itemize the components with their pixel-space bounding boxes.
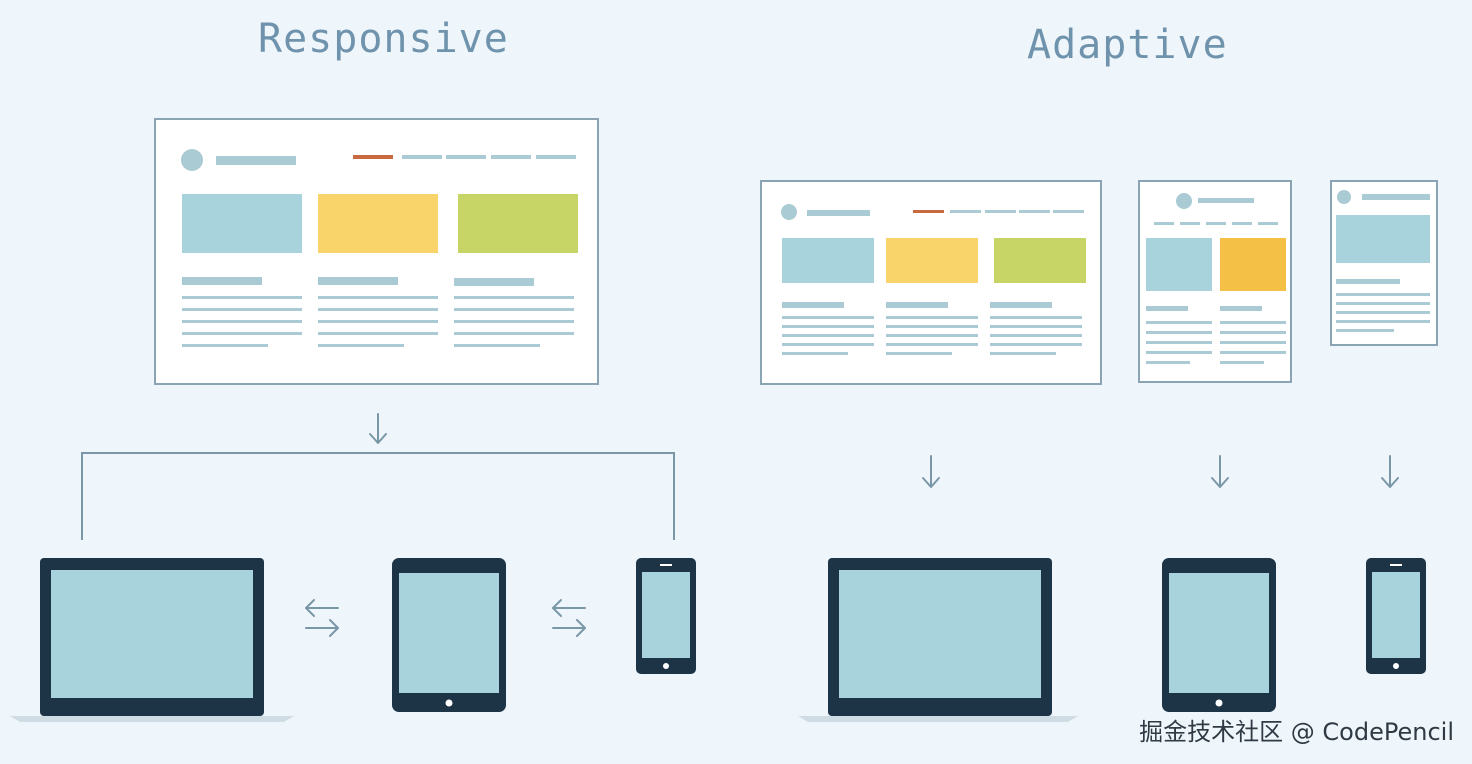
- responsive-heading: Responsive: [258, 16, 509, 62]
- nav-placeholders: [353, 155, 576, 159]
- card-image-yellow: [318, 194, 438, 253]
- responsive-page-mockup: [154, 118, 599, 385]
- down-arrow-icon: [1211, 455, 1229, 488]
- logo-placeholder: [181, 149, 203, 171]
- site-title-placeholder: [216, 156, 296, 165]
- phone-icon: [1366, 558, 1426, 674]
- down-arrow-icon: [922, 455, 940, 488]
- down-arrow-icon: [1381, 455, 1399, 488]
- down-arrow-icon: [369, 413, 387, 444]
- laptop-icon: [798, 558, 1078, 722]
- text-lines: [182, 277, 574, 347]
- tablet-icon: [392, 558, 506, 712]
- tablet-icon: [1162, 558, 1276, 712]
- card-image-green: [458, 194, 578, 253]
- adaptive-heading: Adaptive: [1027, 22, 1228, 68]
- watermark: 掘金技术社区 @ CodePencil: [1139, 718, 1454, 746]
- swap-arrows-icon: [552, 599, 586, 637]
- laptop-icon: [10, 558, 294, 722]
- responsive-connector-bracket: [81, 452, 675, 540]
- adaptive-desktop-mockup: [760, 180, 1102, 385]
- adaptive-phone-mockup: [1330, 180, 1438, 346]
- card-image-blue: [182, 194, 302, 253]
- adaptive-tablet-mockup: [1138, 180, 1292, 383]
- phone-icon: [636, 558, 696, 674]
- swap-arrows-icon: [305, 599, 339, 637]
